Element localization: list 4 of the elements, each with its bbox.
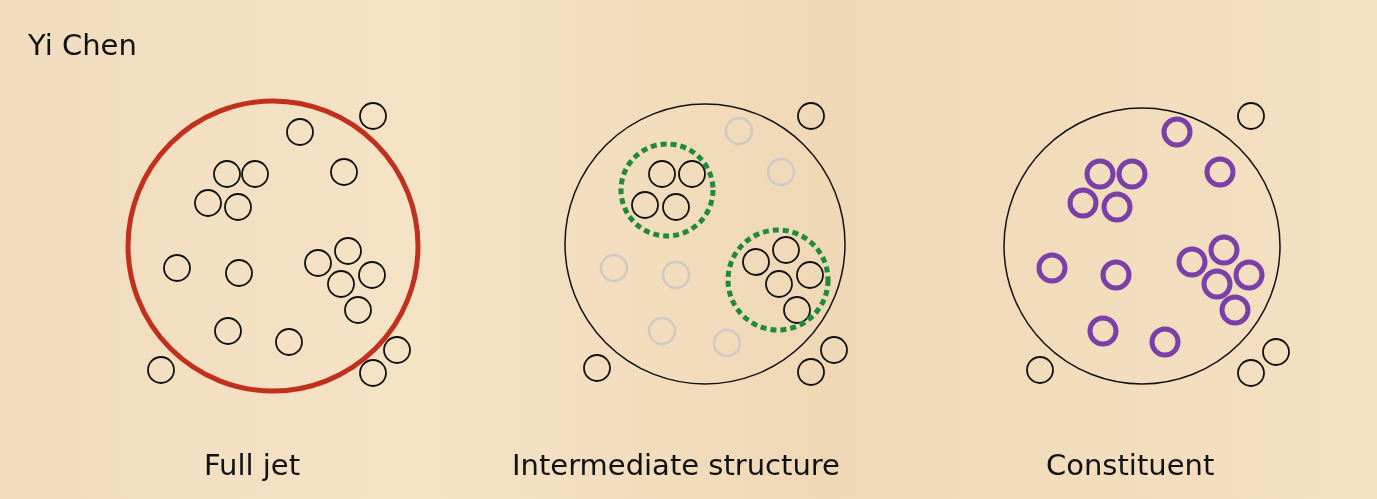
author-name: Yi Chen <box>28 28 137 62</box>
panel-caption: Constituent <box>1046 448 1215 482</box>
panel-caption: Intermediate structure <box>512 448 840 482</box>
panel-caption: Full jet <box>204 448 301 482</box>
